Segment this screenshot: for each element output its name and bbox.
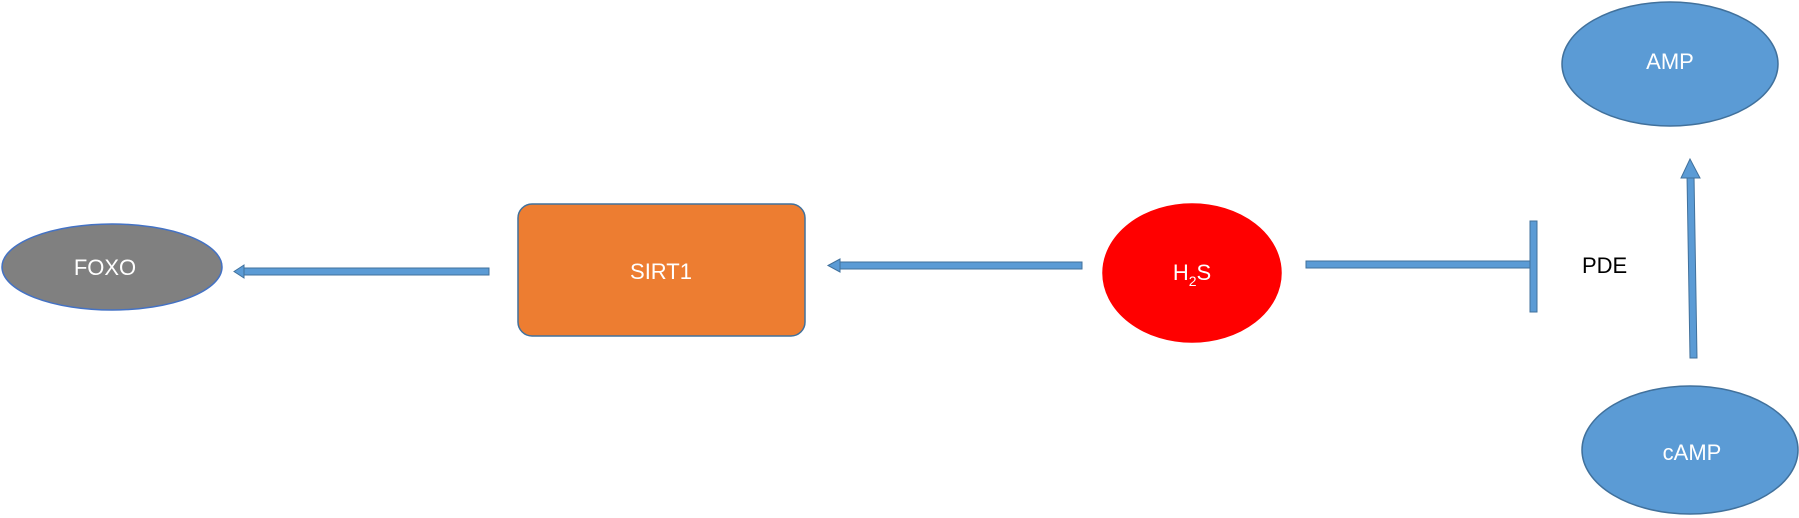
amp-node[interactable]: AMP <box>1561 1 1779 127</box>
arrow-camp-to-amp-head <box>1680 157 1701 179</box>
camp-label: cAMP <box>1663 440 1722 465</box>
pde-label: PDE <box>1582 253 1627 278</box>
amp-shape <box>1561 1 1779 127</box>
foxo-node[interactable]: FOXO <box>1 223 223 311</box>
h2s-shape <box>1102 203 1282 343</box>
inhibition-h2s-to-pde-shaft <box>1305 260 1535 269</box>
camp-node[interactable]: cAMP <box>1581 385 1799 515</box>
foxo-label: FOXO <box>74 255 136 280</box>
h2s-label-main: H <box>1173 260 1189 285</box>
h2s-label: H2S <box>1173 260 1211 289</box>
h2s-label-sub: 2 <box>1189 273 1197 289</box>
camp-shape <box>1581 385 1799 515</box>
arrow-h2s-to-sirt1 <box>826 258 1083 273</box>
amp-label: AMP <box>1646 49 1694 74</box>
inhibition-h2s-to-pde <box>1305 220 1538 313</box>
arrow-h2s-to-sirt1-head <box>826 258 841 273</box>
sirt1-shape <box>517 203 806 337</box>
foxo-shape <box>1 223 223 311</box>
arrow-sirt1-to-foxo-head <box>233 264 245 279</box>
arrow-camp-to-amp-shaft <box>1686 174 1698 359</box>
sirt1-node[interactable]: SIRT1 <box>517 203 806 337</box>
h2s-node[interactable]: H2S <box>1102 203 1282 343</box>
inhibition-h2s-to-pde-bar <box>1529 220 1538 313</box>
h2s-label-tail: S <box>1197 260 1212 285</box>
arrow-camp-to-amp <box>1680 157 1701 359</box>
arrow-sirt1-to-foxo-shaft <box>241 267 490 276</box>
sirt1-label: SIRT1 <box>630 259 692 284</box>
arrow-h2s-to-sirt1-shaft <box>837 261 1083 270</box>
arrow-sirt1-to-foxo <box>233 264 490 279</box>
